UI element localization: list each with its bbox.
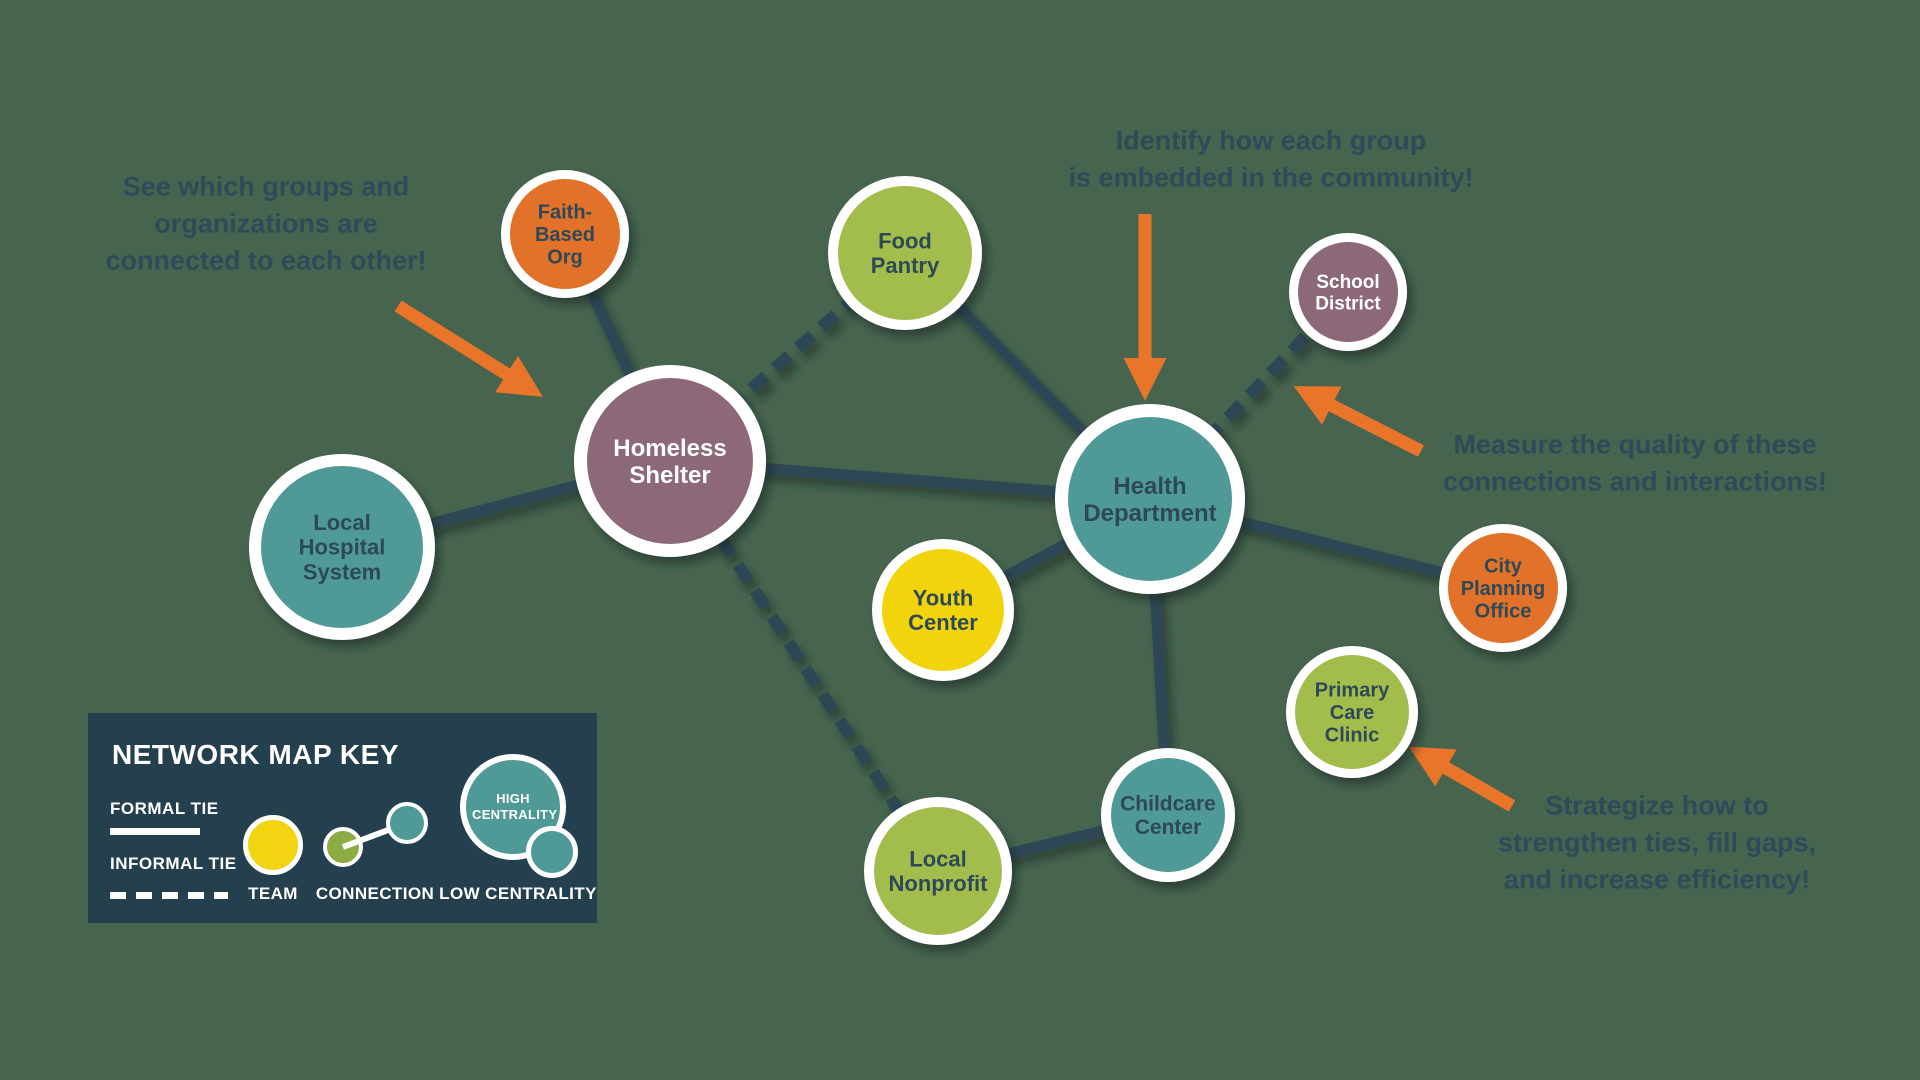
arrow-to-primary-care-clinic: [1408, 746, 1516, 812]
formal-tie-line-sample: [110, 828, 200, 835]
node-fill-homeless-shelter: [587, 378, 753, 544]
node-fill-local-nonprofit: [874, 807, 1002, 935]
arrow-to-homeless-shelter: [394, 300, 543, 397]
network-map-key: NETWORK MAP KEY FORMAL TIE INFORMAL TIE …: [88, 713, 597, 923]
team-label: TEAM: [248, 884, 298, 903]
node-fill-childcare-center: [1111, 758, 1225, 872]
node-fill-local-hospital-system: [261, 466, 423, 628]
connection-label: CONNECTION: [315, 884, 435, 903]
node-fill-food-pantry: [838, 186, 972, 320]
team-circle-sample: [243, 815, 303, 875]
node-fill-primary-care-clinic: [1295, 655, 1409, 769]
legend-title: NETWORK MAP KEY: [112, 739, 399, 770]
node-fill-school-district: [1298, 242, 1398, 342]
formal-tie-label: FORMAL TIE: [110, 799, 219, 818]
low-centrality-label: LOW CENTRALITY: [439, 884, 597, 903]
informal-tie-label: INFORMAL TIE: [110, 854, 237, 873]
arrow-to-school-district-connection: [1293, 386, 1424, 457]
edge-homeless-shelter--local-nonprofit: [664, 457, 944, 875]
node-fill-youth-center: [882, 549, 1004, 671]
node-fill-faith-based-org: [510, 179, 620, 289]
informal-tie-line-sample: [110, 892, 228, 899]
low-centrality-circle: [526, 826, 578, 878]
node-fill-health-department: [1068, 417, 1232, 581]
high-centrality-label: HIGH CENTRALITY: [472, 791, 558, 822]
connection-circle-teal: [386, 802, 428, 844]
node-fill-city-planning-office: [1448, 533, 1558, 643]
